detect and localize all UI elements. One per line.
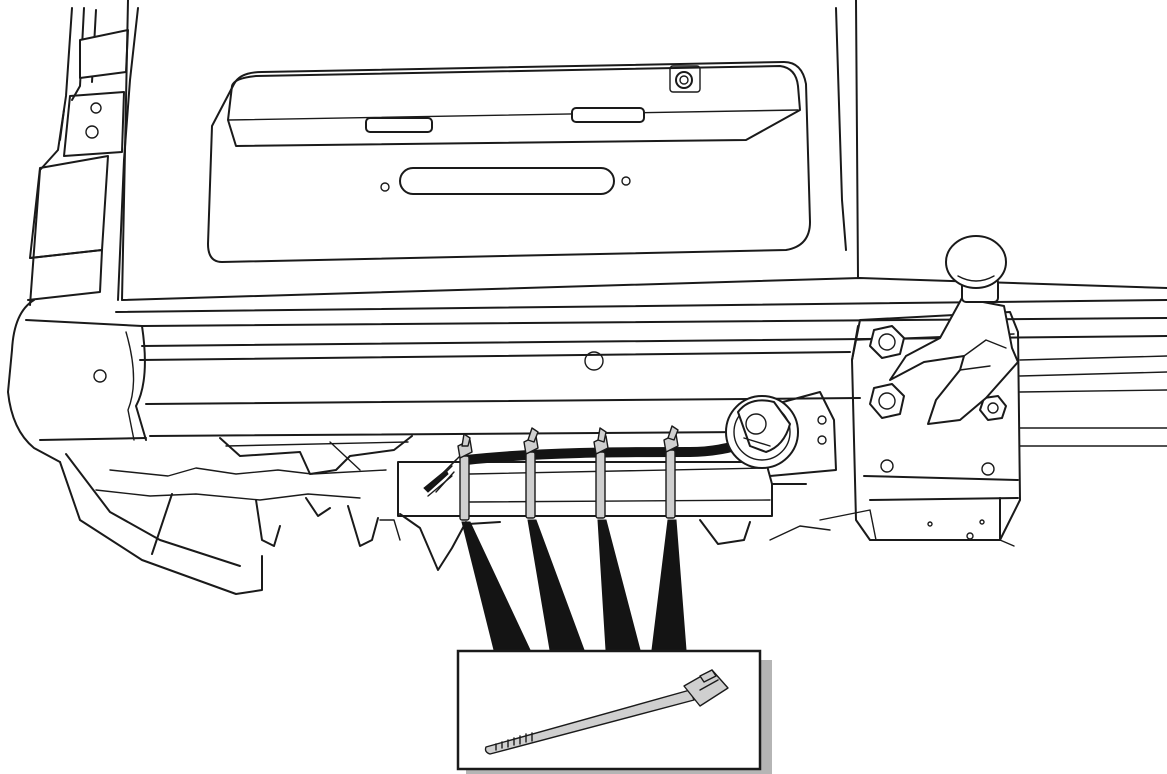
hitch-bolt-side	[979, 395, 1007, 421]
cable-tie-3	[593, 427, 609, 519]
rear-camera-icon	[675, 71, 693, 89]
cable-tie-4	[663, 425, 679, 519]
cable-tie-detail-icon	[484, 669, 729, 755]
tow-ball	[945, 235, 1007, 303]
release-handle	[399, 167, 615, 195]
hitch-bolt-top	[869, 325, 905, 359]
plate-light-right	[571, 107, 645, 123]
tow-ball-icon	[945, 235, 1007, 289]
wiring-channel	[397, 461, 807, 517]
wiring-harness	[423, 439, 749, 497]
plate-light-left	[365, 117, 433, 133]
liftgate-panel	[115, 0, 1167, 313]
cable-tie-2	[523, 427, 539, 519]
trailer-connector	[725, 391, 837, 477]
detail-box-frame	[456, 649, 762, 771]
license-plate-recess	[207, 61, 811, 263]
hitch-bolt-bottom	[869, 383, 905, 419]
left-tail-light	[27, 7, 139, 306]
ball-mount	[889, 297, 1019, 425]
bumper-underside	[59, 435, 751, 595]
cable-tie-detail-box	[456, 649, 772, 774]
callout-beams	[461, 519, 687, 651]
cable-tie-1	[457, 433, 473, 521]
trailer-hitch	[769, 297, 1021, 547]
